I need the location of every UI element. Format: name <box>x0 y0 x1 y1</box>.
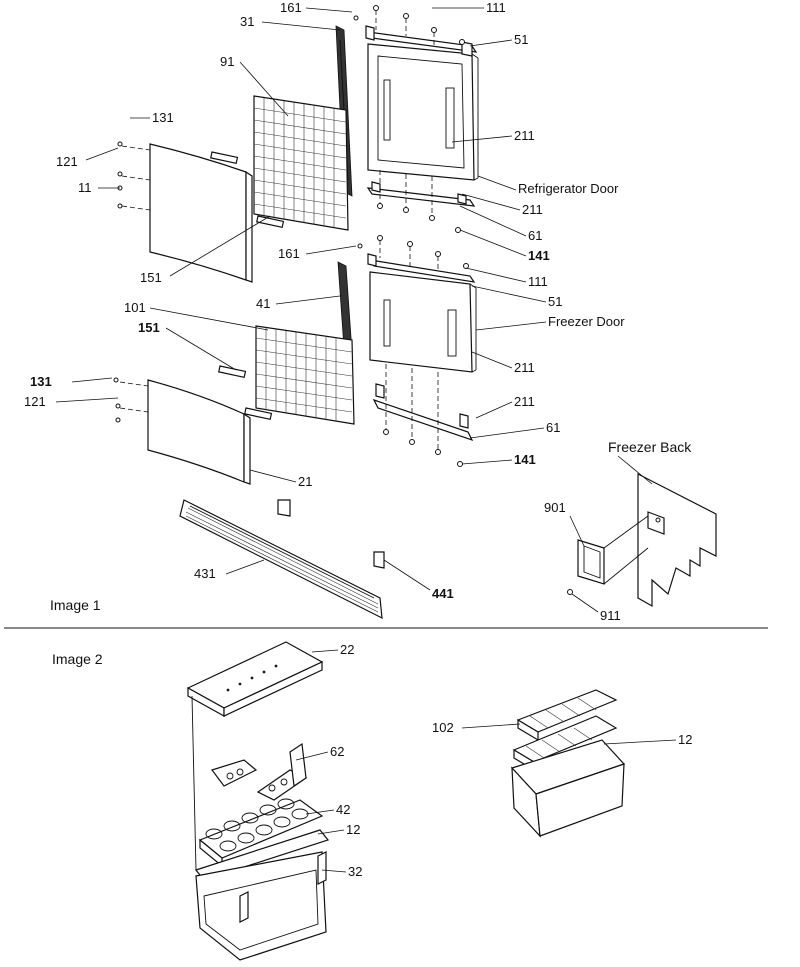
freezer-top-bracket-51 <box>367 253 476 283</box>
label-161: 161 <box>278 246 300 261</box>
label-141: 141 <box>528 248 550 263</box>
label-121: 121 <box>56 154 78 169</box>
freezer-back-panel <box>637 473 717 608</box>
label-211: 211 <box>514 128 535 143</box>
label-211: 211 <box>514 394 535 409</box>
label-41: 41 <box>256 296 270 311</box>
label-32: 32 <box>348 864 362 879</box>
freezer-door-frame <box>369 271 477 373</box>
refrigerator-shelf-grid-91 <box>253 95 349 231</box>
label-141: 141 <box>514 452 536 467</box>
refrigerator-door-screws <box>353 5 465 233</box>
kick-plate-431 <box>179 499 385 620</box>
label-freezer-door: Freezer Door <box>548 314 625 329</box>
label-121: 121 <box>24 394 46 409</box>
leader-lines-image1 <box>55 7 653 613</box>
refrigerator-drawer-front-11 <box>117 141 285 283</box>
label-131: 131 <box>30 374 52 389</box>
ice-trays-102 <box>512 689 618 772</box>
label-22: 22 <box>340 642 354 657</box>
bottom-bracket-61 <box>366 181 476 207</box>
top-bracket-51 <box>365 25 478 57</box>
label-61: 61 <box>546 420 560 435</box>
callout-labels: 161 31 111 51 91 131 121 11 211 Refriger… <box>24 0 692 879</box>
label-911: 911 <box>600 608 621 623</box>
label-12: 12 <box>678 732 692 747</box>
label-91: 91 <box>220 54 234 69</box>
label-42: 42 <box>336 802 350 817</box>
label-211: 211 <box>522 202 543 217</box>
door-bin-12-right <box>510 739 626 838</box>
label-131: 131 <box>152 110 174 125</box>
refrigerator-door-frame <box>367 43 479 181</box>
bin-shelf-22 <box>186 641 324 718</box>
label-431: 431 <box>194 566 216 581</box>
label-refrigerator-door: Refrigerator Door <box>518 181 619 196</box>
label-31: 31 <box>240 14 254 29</box>
egg-holder-62 <box>211 742 308 801</box>
label-111: 111 <box>486 0 506 15</box>
door-bin-32 <box>195 851 327 961</box>
filter-901 <box>567 515 649 595</box>
label-151: 151 <box>138 320 160 335</box>
label-151: 151 <box>140 270 162 285</box>
label-211: 211 <box>514 360 535 375</box>
label-51: 51 <box>548 294 562 309</box>
label-61: 61 <box>528 228 542 243</box>
label-102: 102 <box>432 720 454 735</box>
freezer-shelf-grid-101 <box>255 325 355 425</box>
label-11: 11 <box>78 180 92 195</box>
label-freezer-back: Freezer Back <box>608 439 692 455</box>
label-161: 161 <box>280 0 302 15</box>
label-62: 62 <box>330 744 344 759</box>
label-441: 441 <box>432 586 454 601</box>
section-title-image1: Image 1 <box>50 597 101 613</box>
label-111: 111 <box>528 274 548 289</box>
label-901: 901 <box>544 500 566 515</box>
label-51: 51 <box>514 32 528 47</box>
label-101: 101 <box>124 300 146 315</box>
leader-lines-image2 <box>295 649 677 873</box>
label-21: 21 <box>298 474 312 489</box>
freezer-drawer-front-21 <box>113 365 273 485</box>
section-title-image2: Image 2 <box>52 651 103 667</box>
freezer-bottom-bracket-61 <box>372 383 474 442</box>
label-12: 12 <box>346 822 360 837</box>
